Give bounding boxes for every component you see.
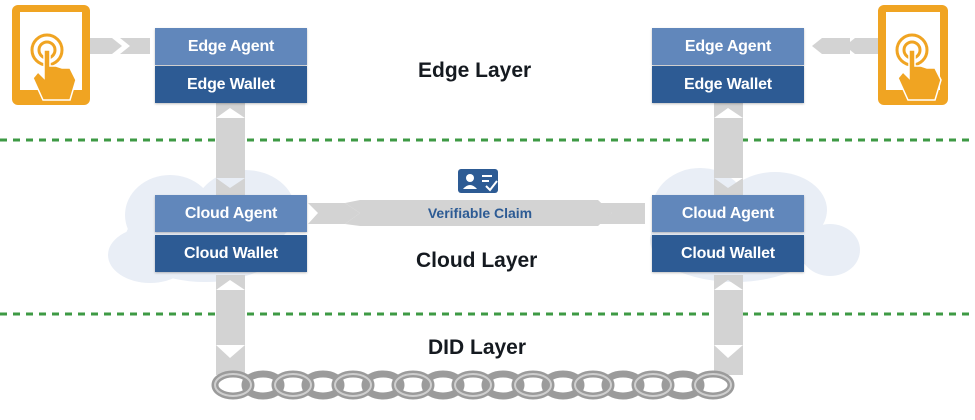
right-cloud-agent-label: Cloud Agent [681,204,775,222]
id-card-check-icon [458,169,498,193]
right-edge-agent-label: Edge Agent [684,37,772,55]
did-layer-label: DID Layer [428,336,527,359]
edge-layer-label: Edge Layer [418,59,532,82]
right-cloud-agent-box: Cloud Agent [652,195,804,232]
right-cloud-wallet-box: Cloud Wallet [652,235,804,272]
left-cloud-wallet-label: Cloud Wallet [184,244,278,262]
left-phone-touch-icon [12,5,90,105]
right-phone-touch-icon [878,5,948,105]
right-phone-connector [812,38,880,54]
left-edge-wallet-box: Edge Wallet [155,66,307,103]
verifiable-claim-label: Verifiable Claim [427,205,533,221]
left-cloud-agent-box: Cloud Agent [155,195,307,232]
left-edge-agent-box: Edge Agent [155,28,307,65]
right-cloud-wallet-label: Cloud Wallet [681,244,775,262]
left-vertical-connector [216,103,245,375]
left-cloud-agent-label: Cloud Agent [184,204,278,222]
verifiable-claim-arrow-body [345,200,612,226]
cloud-layer-label: Cloud Layer [416,249,538,272]
left-cloud-wallet-box: Cloud Wallet [155,235,307,272]
left-edge-agent-label: Edge Agent [187,37,275,55]
chain-highlight [214,373,732,397]
left-edge-wallet-label: Edge Wallet [187,75,275,93]
right-vertical-connector [714,103,743,375]
blockchain-chain-icon [211,370,735,400]
left-phone-connector [88,38,150,54]
right-edge-agent-box: Edge Agent [652,28,804,65]
verifiable-claim-arrow-right [598,203,645,224]
right-edge-wallet-box: Edge Wallet [652,66,804,103]
verifiable-claim-arrow [308,203,360,224]
right-edge-wallet-label: Edge Wallet [684,75,772,93]
